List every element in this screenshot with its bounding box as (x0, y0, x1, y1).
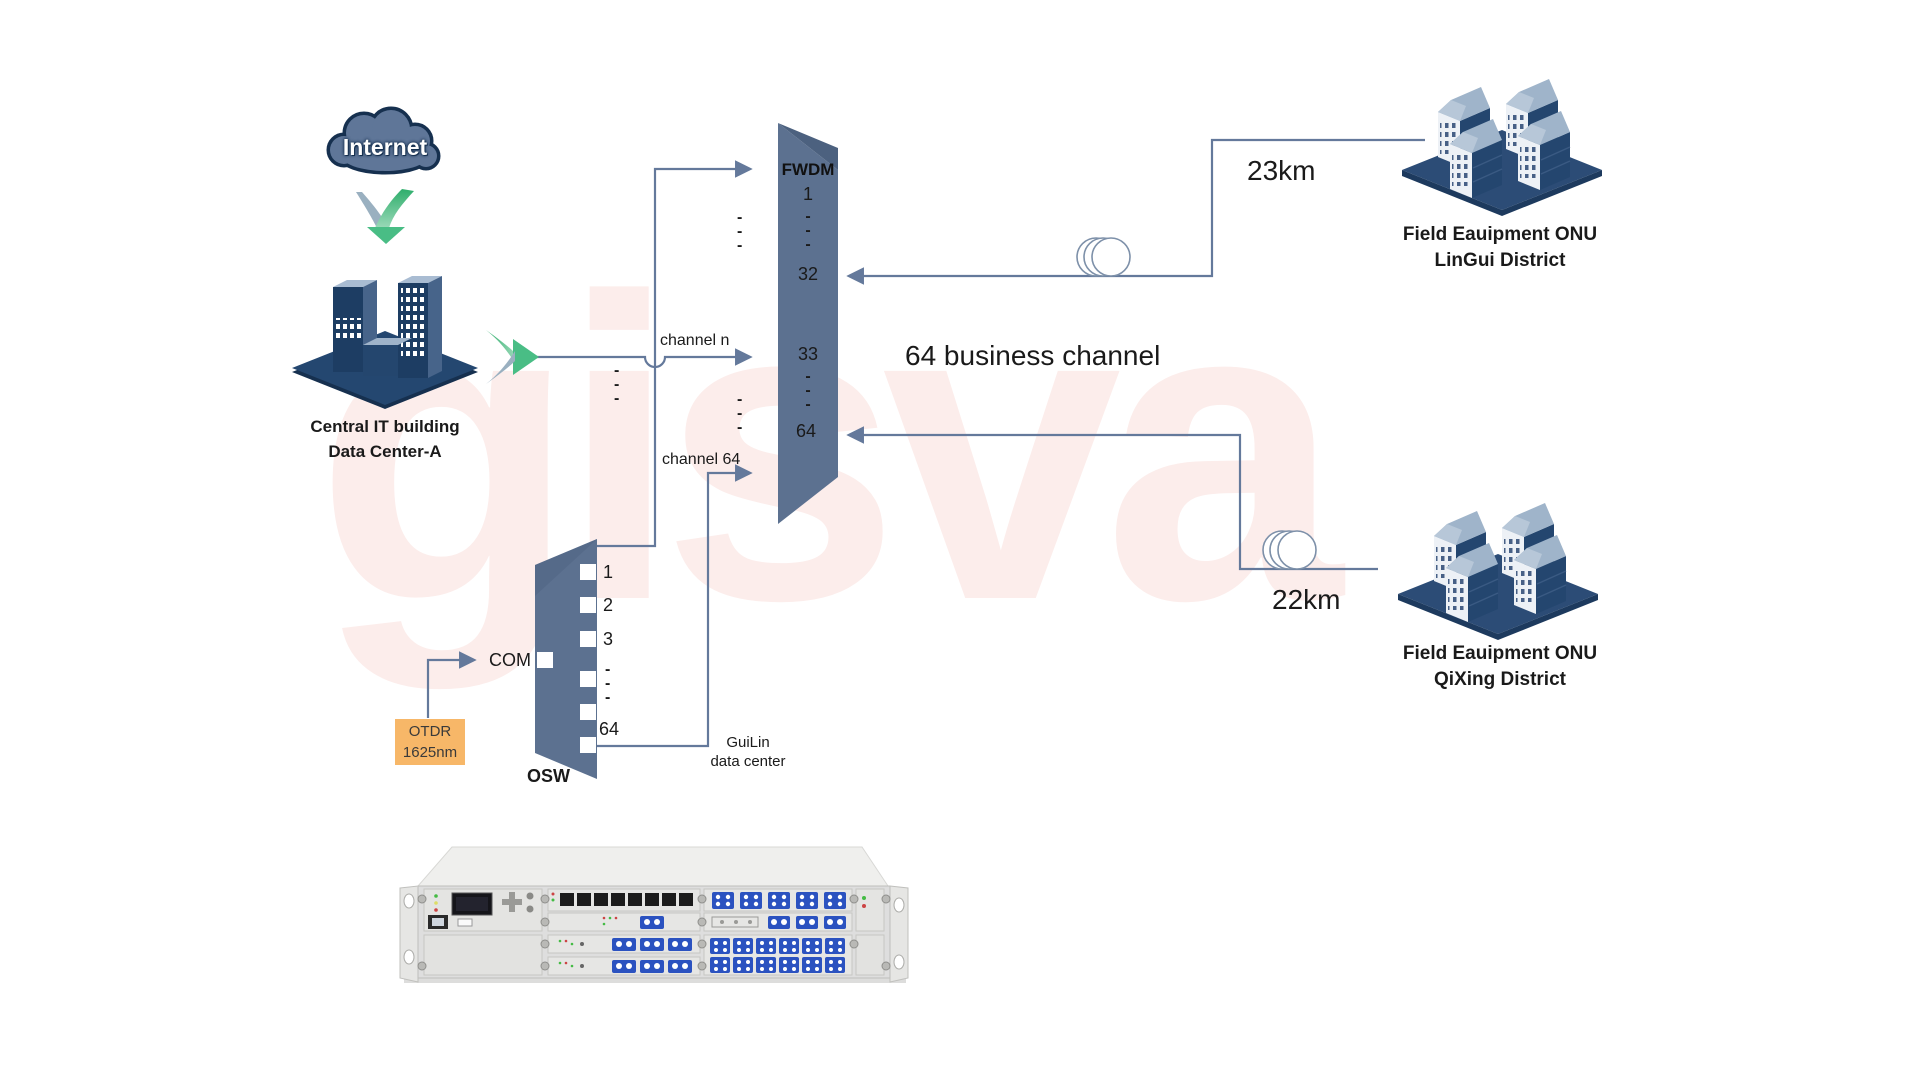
guilin-label-line2: data center (710, 753, 786, 770)
osw-port-64-label: 64 (599, 719, 620, 739)
channel-64-label: channel 64 (662, 451, 741, 468)
internet-label: Internet (342, 134, 428, 160)
equipment-amplifier-modules (547, 912, 701, 976)
equipment-screws (417, 894, 891, 971)
city-icon-lingui (1402, 79, 1602, 216)
fwdm-dashes-top: - - - (805, 208, 811, 253)
osw-dash-column: - - - (605, 661, 611, 706)
fwdm-dashes-bottom: - - - (805, 368, 811, 413)
site-label-lingui: Field Eauipment ONU LinGui District (1368, 222, 1632, 274)
line-otdr-to-com (426, 651, 477, 718)
dash-column-left: - - - (614, 362, 620, 407)
osw-ports (537, 564, 596, 753)
site-lingui-line1: Field Eauipment ONU (1402, 224, 1598, 245)
otdr-label-line1: OTDR (408, 723, 452, 740)
right-arrow-icon (486, 330, 539, 384)
data-center-label-line1: Central IT building (310, 417, 460, 436)
equipment-sfp-module (547, 888, 701, 912)
fiber-coil-top (1076, 237, 1131, 277)
site-qixing-line2: QiXing District (1434, 669, 1566, 690)
line-fiber-lingui (846, 138, 1425, 285)
osw-title: OSW (527, 766, 570, 786)
osw-port-2-label: 2 (603, 595, 614, 615)
fwdm-port-33: 33 (797, 344, 819, 364)
fiber-coil-bottom (1262, 530, 1317, 570)
connector-lines (426, 138, 1425, 748)
equipment-photo (399, 846, 909, 983)
osw-com-port (537, 652, 553, 668)
osw-com-label: COM (489, 650, 531, 670)
distance-qixing: 22km (1272, 584, 1341, 615)
osw-port-3-label: 3 (603, 629, 614, 649)
line-fiber-qixing (846, 426, 1378, 571)
site-qixing-line1: Field Eauipment ONU (1402, 643, 1598, 664)
dash-column-fwdm-lower: - - - (737, 391, 743, 436)
internet-cloud-icon (326, 106, 441, 175)
equipment-fan-module (855, 888, 885, 976)
otdr-label-line2: 1625nm (402, 744, 458, 761)
fwdm-port-64: 64 (795, 421, 817, 441)
distance-lingui: 23km (1247, 155, 1316, 186)
guilin-label-line1: GuiLin (726, 734, 770, 751)
line-osw-to-fwdm1 (597, 160, 753, 548)
channel-n-label: channel n (660, 332, 730, 349)
site-label-qixing: Field Eauipment ONU QiXing District (1368, 641, 1632, 693)
osw-port-1-label: 1 (603, 562, 614, 582)
down-arrow-icon (356, 189, 414, 244)
line-channel-64 (597, 464, 753, 748)
dash-column-fwdm-upper: - - - (737, 209, 743, 254)
data-center-label-line2: Data Center-A (328, 442, 442, 461)
osw-shape (535, 539, 597, 779)
data-center-building-icon (292, 276, 478, 409)
data-center-label: Central IT building Data Center-A (285, 414, 485, 464)
equipment-nmu-module (423, 888, 543, 976)
fwdm-port-1: 1 (802, 184, 813, 204)
site-lingui-line2: LinGui District (1434, 250, 1566, 271)
business-channel-label: 64 business channel (905, 340, 1161, 371)
otdr-box: OTDR 1625nm (395, 719, 465, 765)
fwdm-port-32: 32 (797, 264, 819, 284)
line-channel-n (535, 348, 753, 369)
equipment-mux-modules (703, 888, 853, 976)
fwdm-title: FWDM (781, 160, 835, 179)
fwdm-shape (778, 123, 838, 524)
guilin-label: GuiLin data center (690, 733, 806, 771)
city-icon-qixing (1398, 503, 1598, 640)
